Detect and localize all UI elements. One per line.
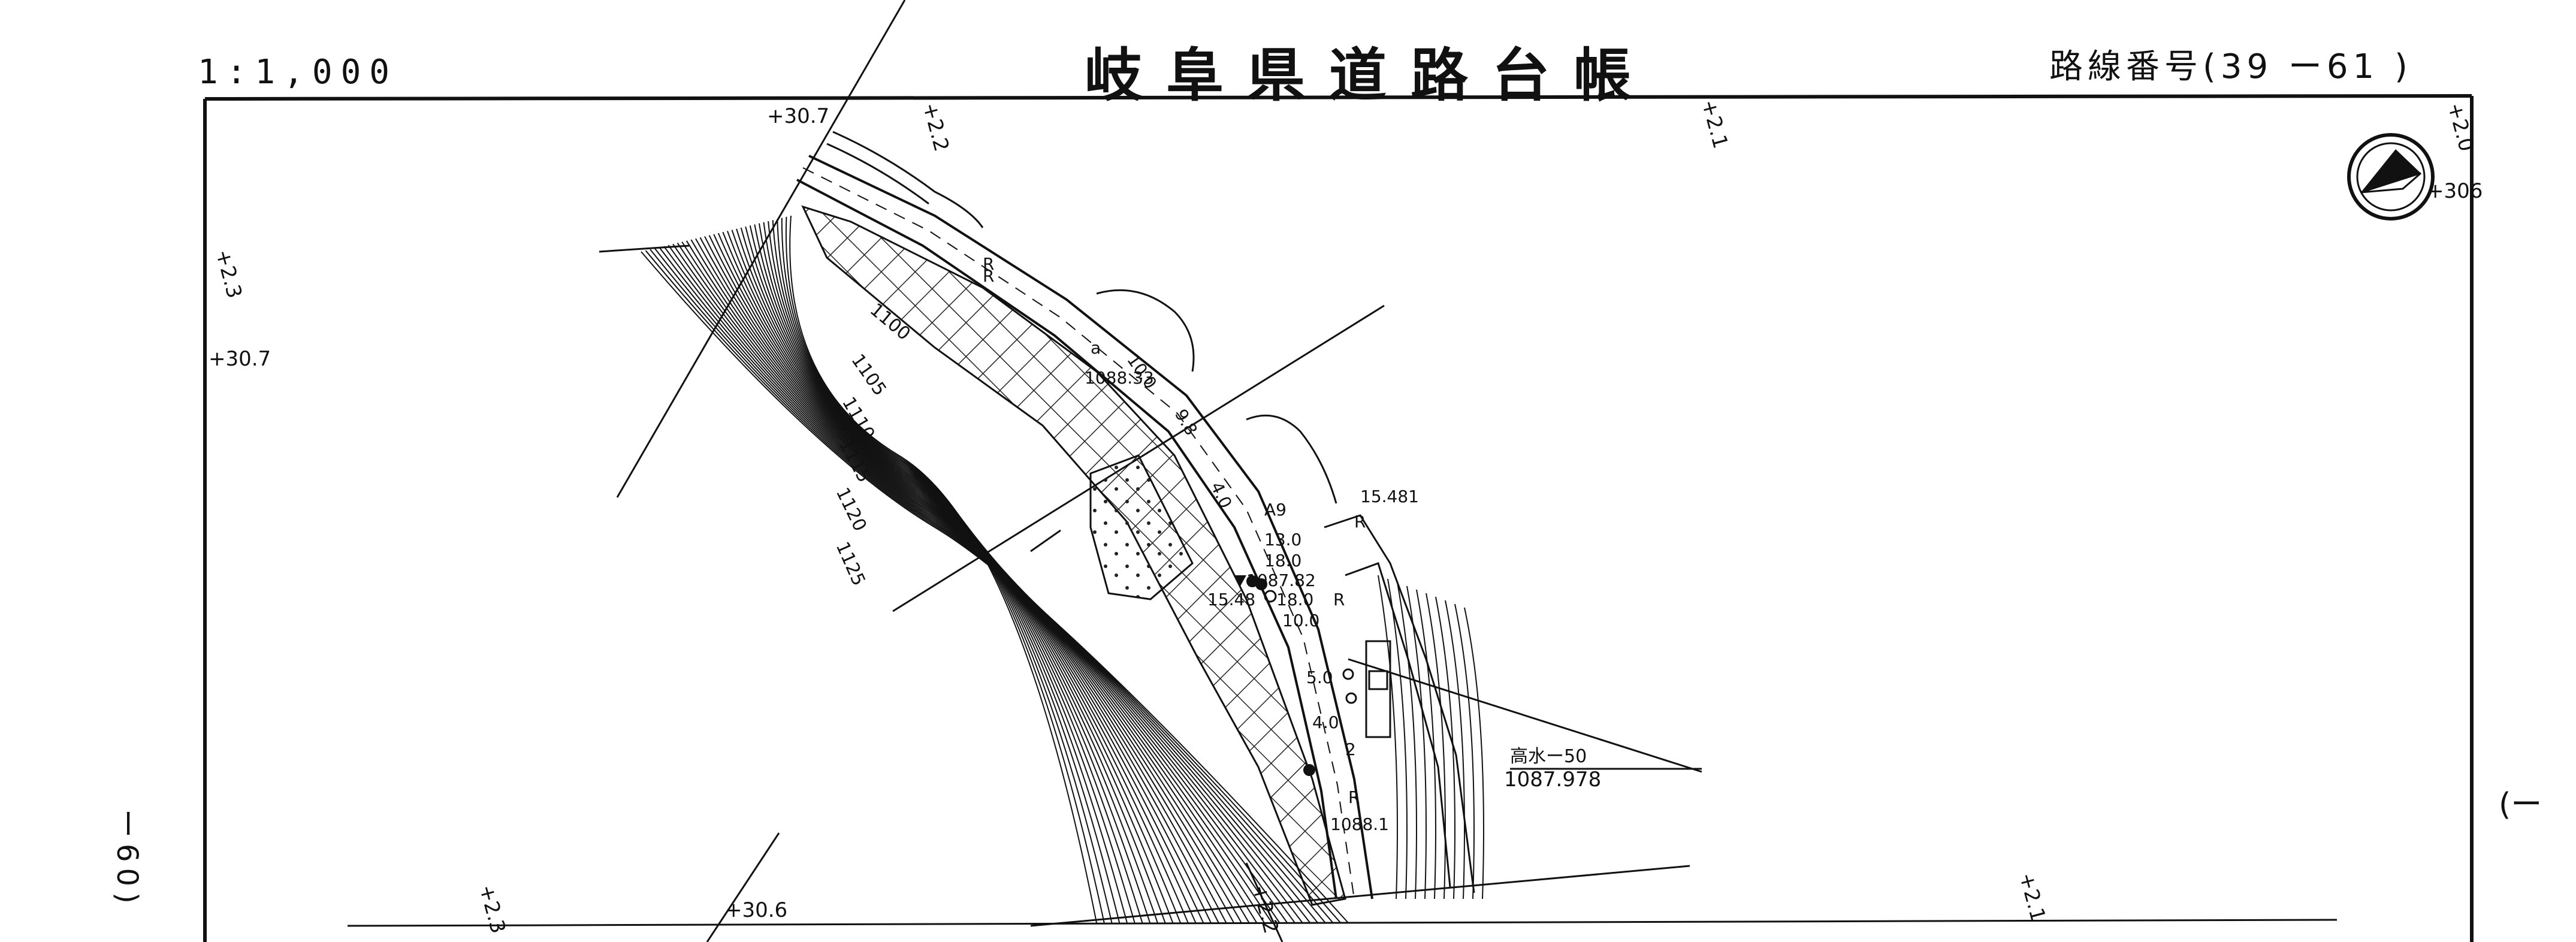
contour-label: 1105 <box>847 351 890 400</box>
contour-line <box>650 249 1334 923</box>
contour-line <box>717 233 1219 923</box>
point-label: A9 <box>1264 500 1287 520</box>
contour-line <box>1387 578 1408 899</box>
distance-label: 15.48 <box>1207 590 1255 609</box>
distance-label: 15.481 <box>1360 487 1419 506</box>
station-label: +306 <box>2427 179 2483 203</box>
contour-line <box>722 231 1212 923</box>
contour-line <box>672 243 1295 923</box>
contour-line <box>1378 575 1398 899</box>
contour-line <box>736 228 1189 923</box>
contour-line <box>654 247 1326 923</box>
contour-line <box>781 218 1113 923</box>
contour-line <box>695 238 1258 923</box>
station-label: +2.1 <box>2014 870 2050 924</box>
contour-line <box>641 251 1349 923</box>
contour-line <box>659 247 1318 923</box>
contour-line <box>645 250 1342 923</box>
survey-points <box>1234 575 1357 776</box>
width-label: 18.0 <box>1276 590 1313 609</box>
station-label: +30.6 <box>725 898 787 922</box>
benchmark-label: 高水ー50 <box>1510 746 1587 767</box>
contour-line <box>713 234 1227 923</box>
contour-line <box>1397 582 1417 899</box>
station-label: +2.3 <box>474 882 510 936</box>
contour-line <box>668 244 1303 923</box>
contour-line <box>1416 589 1436 899</box>
contour-line <box>1464 607 1484 899</box>
contour-label: 1120 <box>832 484 871 535</box>
station-labels: +30.7 +2.2 +2.1 +2.3 +30.7 +2.0 +306 +2.… <box>209 97 2483 936</box>
elevation-label: 1087.82 <box>1246 570 1316 590</box>
road-mark: R <box>1354 512 1366 532</box>
map-scale: 1:1,000 <box>198 53 398 92</box>
contour-label: 1125 <box>832 539 869 589</box>
station-label: +2.1 <box>1696 97 1732 151</box>
contour-line <box>763 222 1143 923</box>
road-mark: R <box>983 266 994 286</box>
contour-line <box>727 231 1204 923</box>
elevation-label: 1088.33 <box>1085 368 1154 388</box>
contour-line <box>1435 596 1455 899</box>
benchmark-value: 1087.978 <box>1504 768 1601 792</box>
contour-line <box>777 219 1121 923</box>
contour-line <box>681 241 1281 923</box>
width-label: 18.0 <box>1264 551 1301 570</box>
point-label: a <box>1091 338 1101 358</box>
contour-line <box>685 240 1273 923</box>
slope-surfaces <box>801 205 1346 906</box>
contour-line <box>1426 593 1446 899</box>
contour-lines <box>641 215 1484 923</box>
margin-note-right: (ー <box>2499 787 2542 823</box>
contour-line <box>754 224 1158 923</box>
contour-line <box>704 236 1242 923</box>
culvert <box>1365 640 1391 738</box>
station-label: +30.7 <box>767 104 829 128</box>
road-lines <box>796 155 1373 899</box>
road-mark: R <box>1348 787 1360 807</box>
contour-line <box>708 235 1234 923</box>
benchmark: 高水ー50 1087.978 <box>1504 746 1601 792</box>
contour-line <box>663 246 1311 923</box>
contour-line <box>731 230 1197 923</box>
contour-line <box>690 239 1265 923</box>
contour-line <box>699 237 1250 923</box>
width-label: 4.0 <box>1312 712 1339 732</box>
station-label: +2.3 <box>210 247 246 301</box>
contour-line <box>768 221 1136 923</box>
contour-line <box>749 225 1166 923</box>
contour-line <box>758 223 1151 923</box>
contour-line <box>772 220 1128 923</box>
retaining-walls <box>826 131 1475 893</box>
width-label: 13.0 <box>1264 530 1301 550</box>
road-mark: R <box>983 254 994 274</box>
width-label: 10.0 <box>1282 611 1319 630</box>
contour-line <box>789 215 1097 923</box>
contour-line <box>677 242 1288 923</box>
map-frame <box>203 94 2474 942</box>
contour-line <box>1445 600 1465 899</box>
width-label: 2 <box>1345 739 1356 759</box>
contour-line <box>1454 603 1475 899</box>
road-mark: R <box>1333 590 1345 609</box>
reference-lines <box>599 0 1702 942</box>
contour-line <box>785 216 1105 923</box>
station-label: +30.7 <box>209 347 271 371</box>
contour-line <box>740 227 1181 923</box>
contour-line <box>745 226 1174 923</box>
width-label: 5.0 <box>1306 668 1333 687</box>
station-label: +2.2 <box>917 100 953 154</box>
width-label: 4.0 <box>1207 479 1236 511</box>
elevation-label: 1088.1 <box>1330 814 1389 834</box>
route-number: 路線番号(39 ー61 ) <box>2049 47 2412 86</box>
north-arrow-icon <box>2347 133 2435 221</box>
